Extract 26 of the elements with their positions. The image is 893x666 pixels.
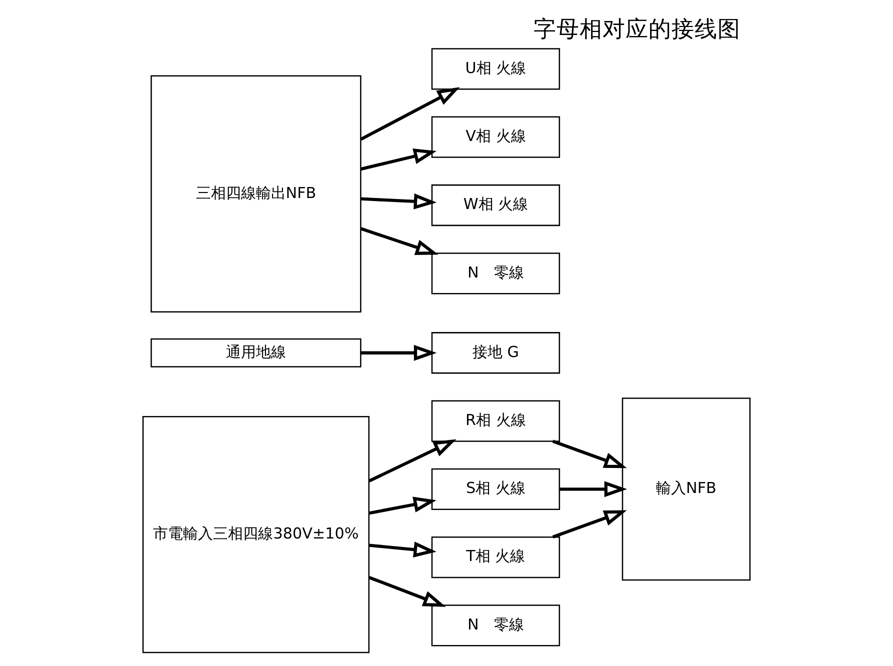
node-box: T相 火線 (431, 536, 560, 578)
arrow (360, 227, 438, 255)
node-box: R相 火線 (431, 400, 560, 442)
arrow (368, 439, 456, 482)
arrow (360, 193, 437, 210)
node-box: 輸入NFB (622, 398, 751, 581)
arrow (360, 87, 460, 141)
node-box: 三相四線輸出NFB (150, 75, 362, 312)
node-box: V相 火線 (431, 116, 560, 158)
node-box: 接地 G (431, 332, 560, 374)
arrow (560, 481, 628, 498)
arrow (360, 344, 437, 361)
arrow (368, 576, 446, 607)
node-box: N 零線 (431, 252, 560, 294)
arrow (368, 496, 436, 515)
arrow (360, 148, 437, 171)
diagram-title: 字母相对应的接线图 (534, 16, 741, 43)
node-box: N 零線 (431, 604, 560, 646)
node-box: U相 火線 (431, 48, 560, 90)
arrow (369, 542, 436, 558)
node-box: W相 火線 (431, 184, 560, 226)
arrow (552, 440, 627, 468)
node-box: 通用地線 (150, 338, 362, 368)
node-box: 市電輸入三相四線380V±10% (142, 416, 370, 654)
arrow (552, 510, 627, 538)
node-box: S相 火線 (431, 468, 560, 510)
